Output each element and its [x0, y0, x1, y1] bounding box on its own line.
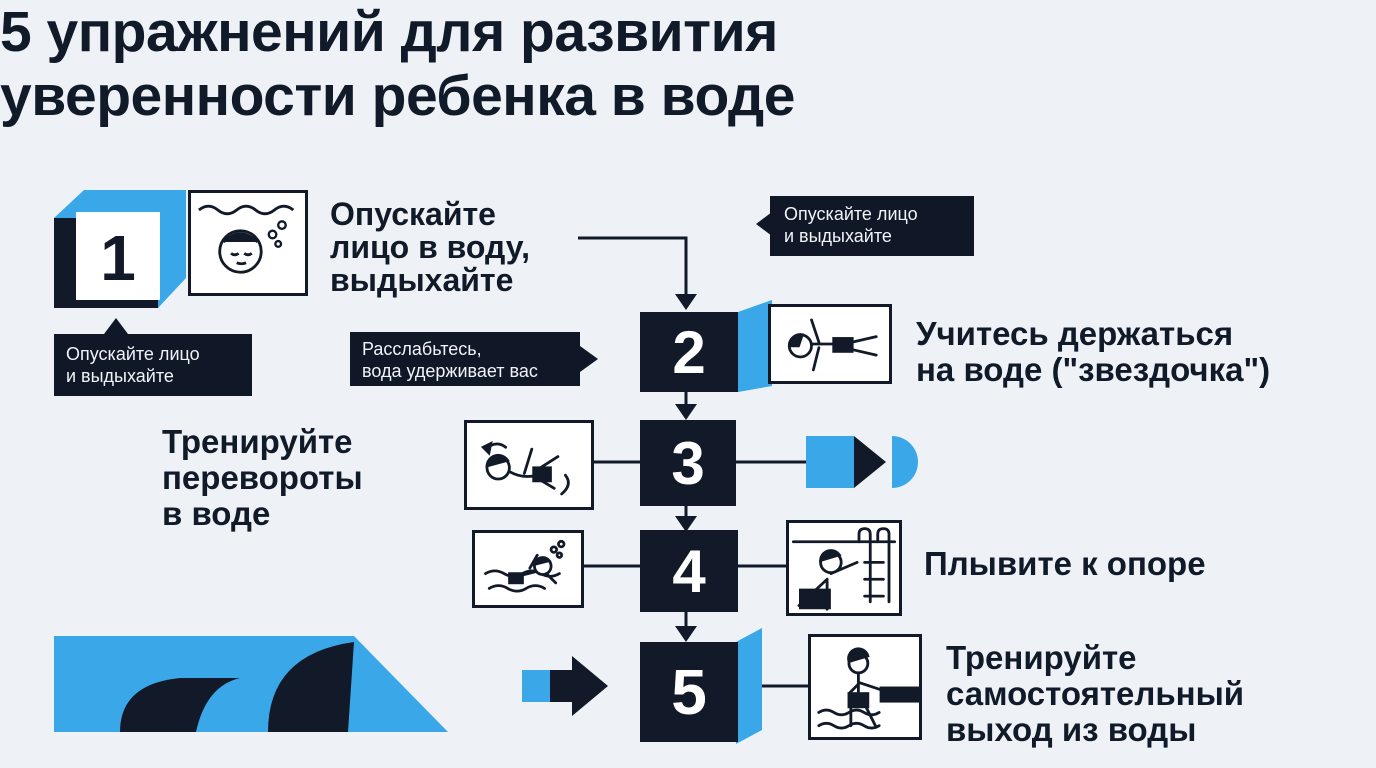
arrowhead-into-step2: [675, 294, 697, 310]
tip-bubble-middle-line-1: Расслабьтесь,: [362, 339, 482, 359]
step-1-number: 1: [100, 222, 136, 294]
step-1-badge: 1: [54, 190, 186, 308]
step-5-illustration: [808, 634, 922, 740]
step-2-illustration: [768, 304, 892, 384]
tip-bubble-left-line-2: и выдыхайте: [66, 366, 174, 386]
arrowhead-into-step3: [675, 404, 697, 420]
step-1-line-1: Опускайте: [330, 196, 496, 232]
step-2-line-1: Учитесь держаться: [916, 315, 1234, 352]
page-title: 5 упражнений для развития уверенности ре…: [0, 0, 1100, 128]
tip-bubble-top-line-1: Опускайте лицо: [784, 204, 918, 224]
water-wave-icon: [198, 204, 295, 216]
step-5-accent-prism: [736, 628, 762, 744]
roll-over-icon: [480, 441, 570, 496]
swimmer-icon: [484, 539, 566, 593]
title-line-1: 5 упражнений для развития: [0, 0, 778, 64]
step-4-number-box: 4: [640, 530, 738, 612]
step-5-line-1: Тренируйте: [946, 639, 1137, 676]
step-5-line-3: выход из воды: [946, 711, 1197, 748]
connector-text1-to-step2: [578, 236, 688, 300]
starfish-float-icon: [787, 318, 878, 372]
step-2-number-box: 2: [640, 312, 738, 392]
exit-pool-icon: [817, 647, 919, 730]
tip-bubble-top-pointer: [756, 212, 772, 236]
step-3-line-1: Тренируйте: [162, 423, 353, 460]
decorative-wave-shape: [54, 636, 448, 732]
tip-bubble-top-line-2: и выдыхайте: [784, 226, 892, 246]
step-3-number-box: 3: [640, 420, 736, 506]
arrowhead-into-step5: [675, 626, 697, 642]
tip-bubble-left: Опускайте лицо и выдыхайте: [54, 334, 252, 396]
tip-bubble-left-line-1: Опускайте лицо: [66, 344, 200, 364]
step-5-number: 5: [671, 656, 707, 728]
step-1-text: Опускайте лицо в воду, выдыхайте: [330, 198, 630, 297]
step-2-text: Учитесь держаться на воде ("звездочка"): [916, 316, 1336, 388]
step-2-accent-prism: [738, 300, 772, 392]
tip-bubble-middle-pointer: [580, 346, 598, 372]
tip-bubble-middle-line-2: вода удерживает вас: [362, 361, 538, 381]
step-3-flag-shape: [806, 436, 918, 488]
step-3-illustration: [464, 420, 594, 510]
step-2-number: 2: [672, 318, 706, 386]
step-3-line-2: перевороты: [162, 459, 363, 496]
step-3-line-3: в воде: [162, 495, 271, 532]
arrowhead-into-step4: [675, 516, 697, 532]
tip-bubble-top: Опускайте лицо и выдыхайте: [770, 196, 974, 256]
step-3-number: 3: [671, 429, 705, 497]
step-5-line-2: самостоятельный: [946, 675, 1245, 712]
step-1-line-2: лицо в воду,: [330, 229, 531, 265]
tip-bubble-left-pointer: [104, 318, 128, 334]
step-4-illustration-left: [472, 530, 584, 608]
swim-to-ladder-icon: [791, 527, 897, 611]
step-3-text: Тренируйте перевороты в воде: [162, 424, 442, 532]
step-5-number-box: 5: [640, 642, 738, 742]
step-2-line-2: на воде ("звездочка"): [916, 351, 1271, 388]
step-4-number: 4: [672, 537, 706, 605]
step-5-text: Тренируйте самостоятельный выход из воды: [946, 640, 1346, 748]
step-4-line-1: Плывите к опоре: [924, 545, 1206, 582]
step-4-illustration-right: [786, 520, 902, 616]
bubbles-icon: [267, 220, 287, 248]
face-in-water-icon: [218, 229, 263, 274]
step-1-illustration: [188, 190, 308, 296]
title-line-2: уверенности ребенка в воде: [0, 64, 795, 128]
step-4-text: Плывите к опоре: [924, 546, 1304, 582]
step-1-line-3: выдыхайте: [330, 262, 514, 298]
step-5-arrow-marker: [522, 656, 608, 716]
tip-bubble-middle: Расслабьтесь, вода удерживает вас: [350, 332, 580, 386]
